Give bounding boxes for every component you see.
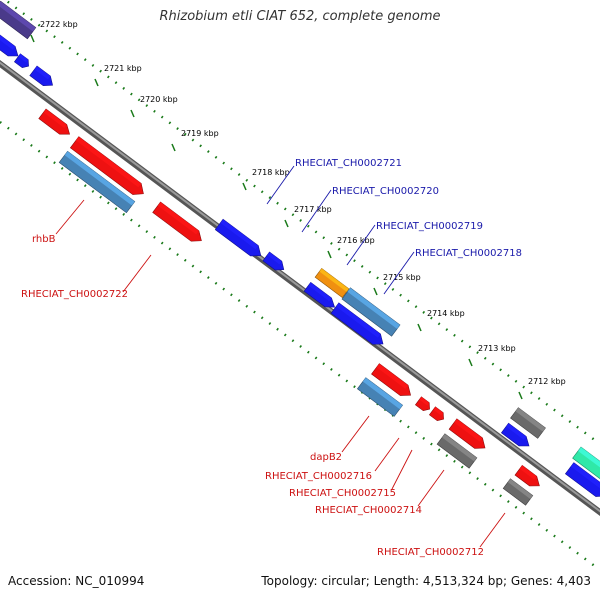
tick-mark [373,287,378,296]
lower-scale-track [0,121,600,571]
tick-mark [130,109,135,118]
ruler-ticks: 2722 kbp 2721 kbp 2720 kbp 2719 kbp 2718 kbp… [30,20,566,400]
leader-line [341,415,370,453]
tick-mark [242,182,247,191]
gene-label[interactable]: rhbB [32,234,56,245]
gene-feature[interactable] [510,407,546,439]
gene-label[interactable]: RHECIAT_CH0002715 [289,488,396,499]
tick-mark [468,358,473,367]
tick-label: 2721 kbp [104,64,142,73]
gene-feature[interactable] [58,150,136,214]
gene-feature[interactable] [29,65,56,90]
accession-text: Accession: NC_010994 [8,574,145,588]
genome-summary-text: Topology: circular; Length: 4,513,324 bp… [261,574,591,588]
tick-label: 2715 kbp [383,273,421,282]
tick-label: 2712 kbp [528,377,566,386]
leader-line [301,189,332,233]
gene-feature[interactable] [502,478,534,506]
gene-feature[interactable] [564,462,600,502]
leader-line [374,437,400,472]
gene-label[interactable]: RHECIAT_CH0002722 [21,289,128,300]
gene-feature[interactable] [414,396,432,413]
gene-feature[interactable] [356,377,404,417]
gene-feature[interactable] [0,0,37,40]
gene-feature[interactable] [341,287,401,337]
tick-label: 2716 kbp [337,236,375,245]
tick-label: 2713 kbp [478,344,516,353]
gene-label[interactable]: RHECIAT_CH0002721 [295,158,402,169]
lower-gene-labels: rhbB RHECIAT_CH0002722 dapB2 RHECIAT_CH0… [21,234,484,558]
gene-label[interactable]: dapB2 [310,452,342,463]
gene-feature[interactable] [428,406,446,423]
gene-feature[interactable] [262,251,287,274]
gene-feature[interactable] [69,136,147,200]
gene-feature[interactable] [330,302,387,349]
gene-feature[interactable] [303,281,338,311]
gene-feature[interactable] [572,446,600,488]
gene-feature[interactable] [38,108,73,139]
map-title: Rhizobium etli CIAT 652, complete genome [159,9,441,24]
gene-feature[interactable] [371,363,414,401]
upper-scale-track [3,0,600,445]
tick-label: 2718 kbp [252,168,290,177]
leader-line [122,254,152,293]
gene-feature[interactable] [214,218,264,261]
tick-label: 2722 kbp [40,20,78,29]
gene-feature[interactable] [152,201,206,246]
genome-backbone [0,59,600,517]
tick-label: 2717 kbp [294,205,332,214]
gene-feature[interactable] [314,267,350,299]
gene-feature[interactable] [514,464,543,490]
gene-feature[interactable] [0,32,22,61]
gene-label[interactable]: RHECIAT_CH0002719 [376,221,483,232]
tick-mark [417,323,422,332]
tick-mark [284,219,289,228]
tick-label: 2719 kbp [181,129,219,138]
gene-label[interactable]: RHECIAT_CH0002718 [415,248,522,259]
tick-label: 2720 kbp [140,95,178,104]
gene-label[interactable]: RHECIAT_CH0002716 [265,471,372,482]
leader-line [266,165,295,205]
leader-line [417,469,445,507]
gene-feature[interactable] [448,418,489,453]
tick-mark [171,143,176,152]
tick-mark [327,250,332,259]
gene-feature[interactable] [436,433,478,469]
gene-label[interactable]: RHECIAT_CH0002712 [377,547,484,558]
gene-feature[interactable] [13,53,31,70]
tick-label: 2714 kbp [427,309,465,318]
tick-mark [518,391,523,400]
gene-label[interactable]: RHECIAT_CH0002714 [315,505,422,516]
upper-gene-labels: RHECIAT_CH0002721 RHECIAT_CH0002720 RHEC… [295,158,522,259]
leader-line [55,199,85,235]
leader-line [346,224,376,266]
leader-line [391,449,413,490]
gene-track [0,0,600,506]
gene-feature[interactable] [500,422,532,451]
leader-line [383,251,415,295]
gene-label[interactable]: RHECIAT_CH0002720 [332,186,439,197]
tick-mark [30,34,35,43]
label-leaders [55,165,506,548]
tick-mark [94,78,99,87]
leader-line [479,512,506,548]
